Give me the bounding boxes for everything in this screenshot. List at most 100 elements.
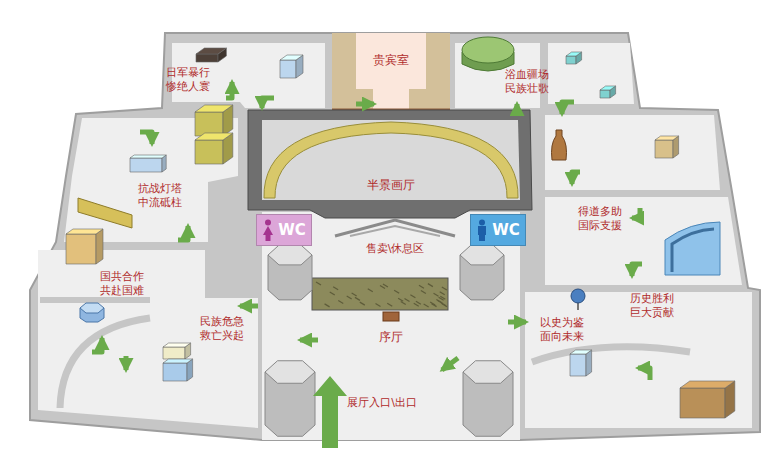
exhibit-case — [600, 86, 616, 98]
case-front — [163, 347, 185, 359]
case-top — [600, 86, 616, 90]
panorama-painting — [264, 122, 518, 198]
mural-texture — [404, 298, 409, 301]
case-front — [195, 140, 223, 164]
case-top — [66, 229, 103, 234]
room-floor — [38, 250, 258, 428]
case-top — [566, 52, 582, 56]
exhibit-section-label: 国共合作 共赴国难 — [97, 270, 148, 298]
hall-wall — [248, 110, 532, 218]
case-front — [566, 56, 576, 64]
mural-texture — [347, 296, 352, 299]
exhibit-case — [66, 229, 103, 264]
route-arrow — [140, 132, 152, 144]
mural-texture — [325, 304, 330, 307]
mural-texture — [442, 287, 447, 290]
route-arrow — [300, 338, 318, 343]
curved-panel — [665, 222, 720, 275]
case-top — [163, 343, 191, 347]
pillar-top — [265, 361, 315, 384]
route-arrow — [632, 208, 640, 218]
case-top — [195, 105, 233, 112]
route-arrow — [124, 356, 129, 370]
restroom-label: WC — [278, 221, 306, 239]
icon-head — [479, 220, 485, 226]
room-floor — [64, 118, 238, 242]
partition-wall — [40, 297, 150, 303]
exhibit-case — [570, 350, 592, 376]
mural-texture — [380, 286, 385, 289]
mural-texture — [440, 292, 445, 295]
mural-texture — [440, 296, 445, 299]
mural-texture — [398, 298, 403, 301]
exhibit-case — [163, 343, 191, 359]
exhibit-case — [566, 52, 582, 64]
hall-floor — [262, 120, 520, 200]
exhibit-section-label: 以史为鉴 面向未来 — [537, 316, 588, 344]
pillar-top — [463, 361, 513, 384]
case-front — [680, 388, 725, 418]
case-front — [196, 54, 218, 62]
room-name: 半景画厅 — [367, 178, 415, 192]
route-arrow — [508, 320, 526, 325]
case-top — [570, 350, 592, 354]
mural-texture — [338, 300, 343, 303]
mural-texture — [410, 295, 415, 298]
room-area: 半景画厅 — [262, 120, 520, 200]
case-front — [655, 140, 673, 158]
case-front — [600, 90, 610, 98]
exhibit-section-label: 展厅入口\出口 — [347, 396, 417, 410]
mural-texture — [424, 304, 429, 307]
mural-texture — [401, 301, 406, 304]
hex-case-top — [80, 303, 104, 313]
exhibit-case — [195, 105, 233, 136]
route-arrow — [442, 358, 458, 370]
mural-texture — [419, 285, 424, 288]
mural-texture — [360, 302, 365, 305]
vase-exhibit — [552, 130, 567, 160]
icon-legs — [479, 235, 485, 241]
room-floor — [545, 197, 742, 285]
mural-texture — [355, 297, 360, 300]
mural-texture — [421, 290, 426, 293]
room-floor — [262, 212, 520, 440]
room-floor — [525, 292, 752, 428]
exhibit-case — [196, 48, 226, 62]
case-top — [280, 55, 303, 60]
pillar — [463, 361, 513, 437]
wall-panel — [78, 198, 132, 228]
restroom-sign: WC — [256, 214, 312, 246]
case-top — [680, 381, 735, 388]
icon-legs — [266, 235, 271, 241]
case-top — [163, 359, 193, 363]
mural-texture — [368, 289, 373, 292]
case-front — [195, 112, 223, 136]
pillar-top — [460, 245, 504, 265]
exhibit-section-label: 日军暴行 惨绝人寰 — [163, 66, 214, 94]
mural-texture — [428, 284, 433, 287]
exhibit-section-label: 售卖\休息区 — [366, 242, 425, 256]
mural-texture — [438, 301, 443, 304]
route-arrow — [226, 82, 232, 98]
restroom-label: WC — [492, 221, 520, 239]
relief-mural — [312, 278, 448, 310]
case-top — [130, 155, 166, 158]
mural-texture — [375, 304, 380, 307]
route-arrow — [356, 102, 374, 107]
route-arrow — [562, 102, 574, 114]
case-front — [163, 363, 187, 381]
case-front — [66, 234, 96, 264]
case-front — [130, 158, 162, 172]
exhibit-section-label: 抗战灯塔 中流砥柱 — [135, 182, 186, 210]
mural-texture — [383, 284, 388, 287]
route-arrow — [178, 226, 188, 240]
pillar — [268, 245, 312, 300]
route-arrow — [262, 98, 274, 108]
route-arrow — [632, 264, 642, 276]
entrance-arrow — [313, 376, 347, 448]
pillar-top — [268, 245, 312, 265]
mural-texture — [387, 303, 392, 306]
route-arrow — [638, 368, 650, 380]
